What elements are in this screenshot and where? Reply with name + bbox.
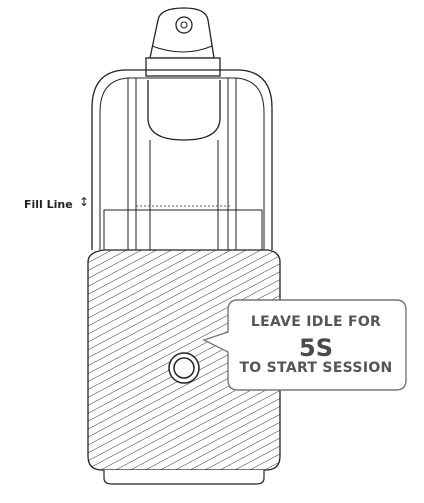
callout-line-1: LEAVE IDLE FOR: [250, 314, 382, 330]
callout-line-3: TO START SESSION: [239, 360, 393, 376]
up-down-arrow-icon: ↕: [79, 195, 90, 209]
cap: [145, 57, 221, 77]
reservoir: [91, 69, 273, 251]
callout-bubble: [202, 299, 407, 391]
nozzle: [149, 7, 215, 59]
callout-line-2: 5S: [299, 334, 333, 362]
fill-line-label: Fill Line: [24, 198, 73, 211]
power-button[interactable]: [168, 352, 200, 384]
